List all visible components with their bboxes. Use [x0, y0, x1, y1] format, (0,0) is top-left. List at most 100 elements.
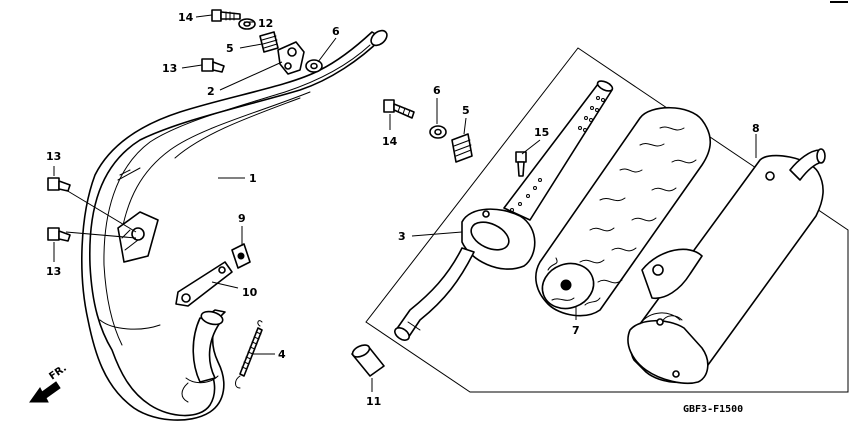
collar-top	[351, 344, 371, 358]
bolt-13-left-upper	[47, 177, 71, 192]
hole	[533, 186, 537, 190]
muffler-inner-pipe	[394, 80, 614, 341]
callout-11: 11	[366, 395, 381, 408]
spring-coil-body	[239, 327, 263, 377]
bolt-shaft	[58, 180, 71, 192]
muffler-end-cap	[627, 319, 709, 385]
bolt-head	[211, 9, 222, 22]
chamber-seam-2	[121, 91, 311, 231]
spring-hook	[181, 382, 189, 403]
leader-3	[411, 231, 463, 237]
callout-9: 9	[238, 212, 246, 225]
collar-6-top	[305, 59, 323, 73]
stay-hole	[181, 293, 191, 303]
expansion-chamber	[81, 29, 388, 421]
bolt-head	[47, 227, 60, 241]
bolt-thread	[397, 105, 411, 117]
collar-6-mid	[429, 125, 447, 139]
diagram-code: GBF3-F1500	[683, 404, 743, 415]
chamber-band	[99, 319, 161, 330]
callout-8: 8	[752, 122, 760, 135]
callout-6: 6	[332, 25, 340, 38]
muffler-outer-8	[627, 148, 826, 385]
stay-hole-2	[284, 62, 292, 70]
callout-12: 12	[258, 17, 273, 30]
spring-coils	[241, 331, 262, 370]
hole	[526, 194, 530, 198]
bolt-head	[383, 99, 395, 113]
washer-12	[238, 18, 256, 30]
collar-11	[351, 344, 385, 377]
hole	[589, 118, 593, 122]
hole	[590, 106, 594, 110]
front-direction-arrow	[29, 381, 61, 403]
hole	[595, 108, 599, 112]
stay-10	[175, 261, 233, 307]
leader-5a	[239, 43, 263, 49]
fiber-strokes-2	[547, 257, 601, 306]
callout-14: 14	[178, 11, 194, 24]
bolt-shaft	[517, 161, 525, 177]
bolt-13-left-lower	[47, 227, 71, 242]
washer-inner	[243, 21, 251, 27]
chamber-outlet	[370, 29, 388, 47]
bolt-13-top	[201, 58, 225, 73]
spring-top-hook	[257, 320, 263, 327]
callout-13: 13	[162, 62, 177, 75]
end-cap-bolt-2	[672, 370, 680, 378]
callout-15: 15	[534, 126, 549, 139]
hole	[601, 98, 605, 102]
front-direction-label: FR.	[47, 363, 68, 383]
bolt-15	[515, 151, 527, 177]
bolt-14-top	[211, 9, 241, 22]
chamber-hatch	[117, 167, 141, 181]
grommet-ribs	[261, 35, 278, 49]
inlet-ring	[185, 375, 219, 384]
callout-7: 7	[572, 324, 580, 337]
collar-inner	[434, 128, 442, 136]
rubber-9	[231, 243, 251, 269]
leader-5b	[463, 117, 467, 135]
bolt-shaft	[212, 61, 225, 73]
bolt-shaft	[58, 230, 71, 242]
muffler-bracket	[641, 248, 703, 299]
inlet-bend	[395, 247, 475, 339]
packing-body	[535, 107, 712, 317]
leader-15	[521, 139, 541, 155]
perforations	[510, 96, 605, 212]
bolt-thread	[225, 11, 235, 21]
callout-6-mid: 6	[433, 84, 441, 97]
grommet-5-top	[259, 31, 279, 53]
stay-hole	[287, 47, 297, 57]
callout-labels: 14 12 5 6 13 2 1 13 13 9 10 4 14 6 5 15 …	[46, 11, 760, 408]
bolt-14-mid	[383, 99, 415, 119]
callout-5-mid: 5	[462, 104, 470, 117]
bolt-head	[201, 58, 214, 72]
callout-14-mid: 14	[382, 135, 398, 148]
leader-14a	[195, 14, 213, 18]
stay-plate	[277, 41, 305, 75]
inlet-opening	[394, 327, 410, 341]
chamber-seam-1	[103, 44, 371, 346]
flange-face	[470, 221, 510, 251]
bolt-head	[515, 151, 527, 163]
leader-6a	[317, 37, 337, 63]
callout-13-lower: 13	[46, 265, 61, 278]
leader-13b-to-bracket	[65, 189, 137, 233]
hole	[518, 202, 522, 206]
bolt-head	[47, 177, 60, 191]
callout-10: 10	[242, 286, 258, 299]
leader-13a	[181, 64, 203, 69]
leader-2	[219, 61, 283, 91]
flange-bolt	[482, 210, 490, 218]
chamber-seam-3	[174, 97, 301, 159]
bracket-hole-a	[652, 264, 664, 276]
callout-5: 5	[226, 42, 234, 55]
tail-pipe-end	[816, 148, 826, 164]
collar-inner	[310, 62, 318, 70]
arrow-shape	[29, 381, 61, 403]
leader-10	[211, 281, 239, 289]
callout-13-upper: 13	[46, 150, 61, 163]
